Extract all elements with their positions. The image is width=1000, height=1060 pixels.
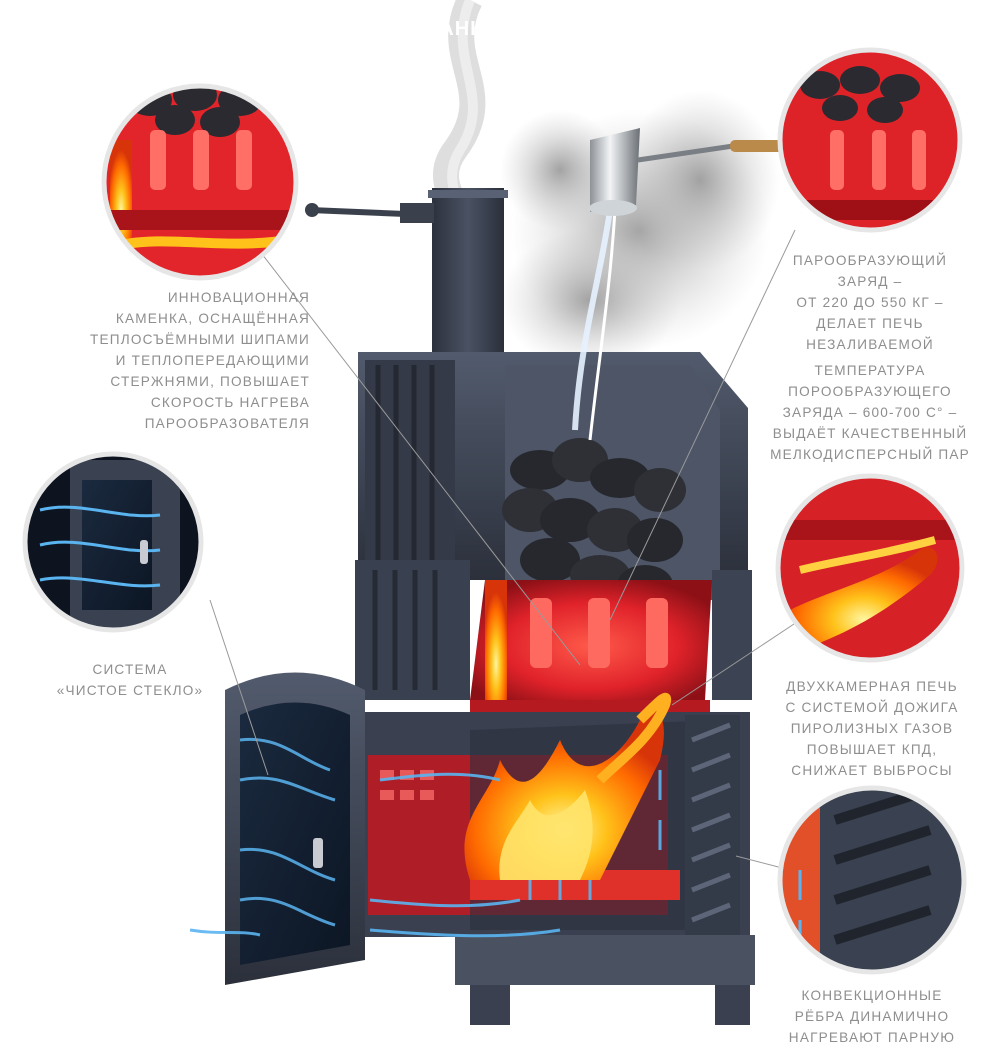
water-pour (572, 209, 617, 441)
inset-kamenka (101, 83, 299, 281)
title-fragment: ДАНН (424, 18, 486, 40)
caption-clean-glass: СИСТЕМА «ЧИСТОЕ СТЕКЛО» (56, 662, 204, 698)
inset-steam-charge (777, 47, 963, 233)
airflow-arrows (189, 770, 662, 938)
mid-housing (355, 560, 752, 700)
inset-convection (777, 785, 967, 975)
caption-convection: КОНВЕКЦИОННЫЕ РЁБРА ДИНАМИЧНО НАГРЕВАЮТ … (788, 988, 956, 1045)
callout-lines (209, 229, 801, 871)
ladle (589, 128, 785, 216)
caption-temperature: ТЕМПЕРАТУРА ПОРООБРАЗУЮЩЕГО ЗАРЯДА – 600… (770, 363, 970, 462)
caption-two-chamber: ДВУХКАМЕРНАЯ ПЕЧЬ С СИСТЕМОЙ ДОЖИГА ПИРО… (785, 679, 959, 778)
convection-ribs (685, 715, 740, 935)
caption-kamenka: ИННОВАЦИОННАЯ КАМЕНКА, ОСНАЩЁННАЯ ТЕПЛОС… (89, 290, 310, 431)
firebox-flames (464, 692, 672, 880)
firebox-door (225, 672, 365, 985)
chimney (305, 188, 508, 358)
stone-basket (470, 580, 712, 726)
caption-steam-charge: ПАРООБРАЗУЮЩИЙ ЗАРЯД – ОТ 220 ДО 550 КГ … (792, 253, 948, 352)
steam-cloud (500, 90, 780, 370)
inset-two-chamber (775, 473, 965, 663)
inset-clean-glass (22, 451, 204, 633)
